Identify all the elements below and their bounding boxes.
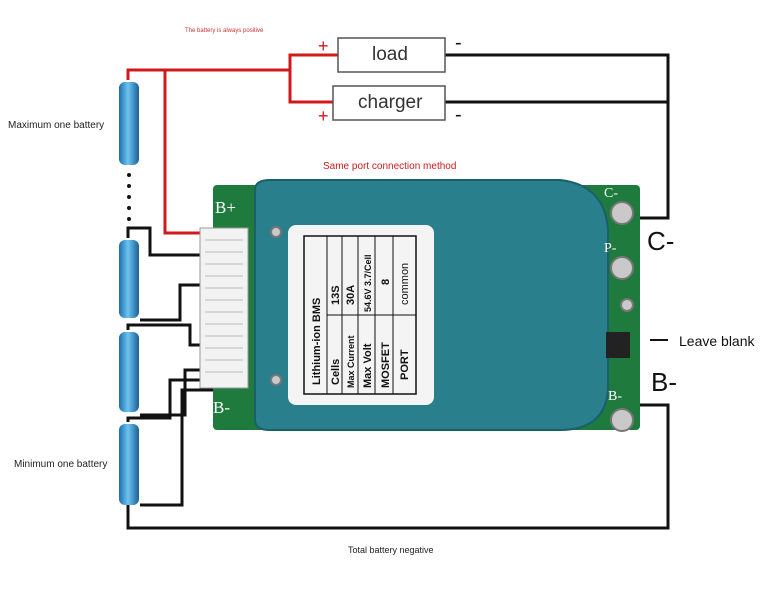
battery-cell — [119, 332, 139, 412]
c-minus-label: C- — [647, 226, 675, 256]
min-battery-label: Minimum one battery — [14, 459, 108, 470]
label-value-mosfet: 8 — [380, 279, 392, 285]
balance-connector — [199, 227, 249, 389]
terminal-screws — [270, 201, 634, 432]
battery-cell-bottom — [119, 424, 139, 505]
label-value-current: 30A — [345, 285, 357, 305]
same-port-note: Same port connection method — [323, 161, 457, 172]
battery-cells — [119, 82, 139, 505]
label-key-port: PORT — [399, 349, 411, 380]
pcb-b-plus: B+ — [215, 198, 236, 217]
b-minus-label: B- — [651, 367, 677, 397]
blank-pad — [606, 332, 630, 358]
red-wires — [126, 53, 338, 235]
label-key-mosfet: MOSFET — [380, 342, 392, 388]
connector-pins — [205, 239, 243, 373]
pcb-p-minus: P- — [604, 241, 617, 256]
leave-blank-label: Leave blank — [679, 333, 755, 349]
label-title: Lithium-ion BMS — [311, 298, 323, 385]
ellipsis-dots — [127, 173, 131, 221]
pcb-b-minus: B- — [213, 398, 230, 417]
total-negative-label: Total battery negative — [348, 545, 434, 555]
battery-cell-top — [119, 82, 139, 165]
label-value-volt: 54.6V 3.7/Cell — [363, 254, 373, 312]
charger-label: charger — [358, 92, 423, 113]
max-battery-label: Maximum one battery — [8, 120, 105, 131]
label-key-cells: Cells — [330, 359, 342, 385]
label-key-volt: Max Volt — [362, 343, 374, 388]
note-battery-positive: The battery is always positive — [185, 28, 264, 34]
pcb-c-minus: C- — [604, 186, 618, 201]
load-box — [337, 37, 446, 73]
label-key-current: Max Current — [346, 335, 356, 388]
load-minus-sign: - — [455, 32, 462, 54]
battery-cell — [119, 240, 139, 318]
label-value-port: common — [399, 263, 411, 305]
load-label: load — [372, 44, 408, 65]
load-plus-sign: + — [318, 36, 329, 56]
pcb-b-minus-terminal: B- — [608, 389, 622, 404]
label-value-cells: 13S — [330, 285, 342, 305]
charger-plus-sign: + — [318, 106, 329, 126]
charger-box — [332, 85, 446, 121]
black-wires — [126, 53, 670, 530]
charger-minus-sign: - — [455, 104, 462, 126]
